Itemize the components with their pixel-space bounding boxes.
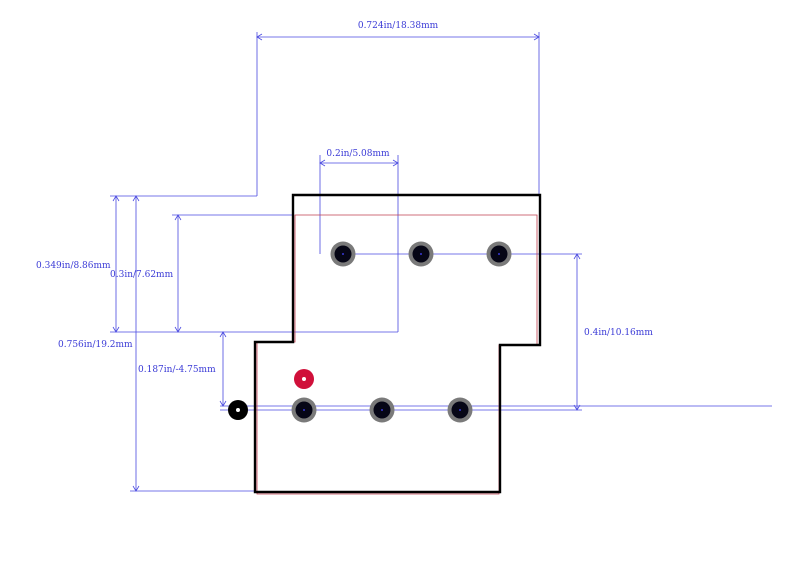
dimension-courtyard-to-row1: 0.3in/7.62mm [110,214,293,333]
pin1-marker [294,369,314,389]
pad-bottom-2 [369,397,395,423]
dimension-overall-width: 0.724in/18.38mm [256,21,540,196]
notch-offset-label: 0.187in/-4.75mm [138,365,216,375]
top-to-row1-label: 0.349in/8.86mm [36,261,111,271]
component-outline [253,193,542,494]
dimension-pin-pitch: 0.2in/5.08mm [319,149,399,332]
overall-width-label: 0.724in/18.38mm [358,21,439,31]
origin-marker [228,400,248,420]
dimension-notch-offset: 0.187in/-4.75mm [138,331,227,407]
pad-bottom-3 [447,397,473,423]
pin-pitch-label: 0.2in/5.08mm [326,149,390,159]
pad-top-2 [408,241,434,267]
dimension-overall-height: 0.756in/19.2mm [58,195,255,492]
pad-top-3 [486,241,512,267]
pad-top-1 [330,241,356,267]
pad-bottom-1 [291,397,317,423]
dimension-top-to-row1: 0.349in/8.86mm [36,195,120,333]
courtyard-to-row1-label: 0.3in/7.62mm [110,270,174,280]
overall-height-label: 0.756in/19.2mm [58,340,133,350]
row-spacing-label: 0.4in/10.16mm [584,328,653,338]
